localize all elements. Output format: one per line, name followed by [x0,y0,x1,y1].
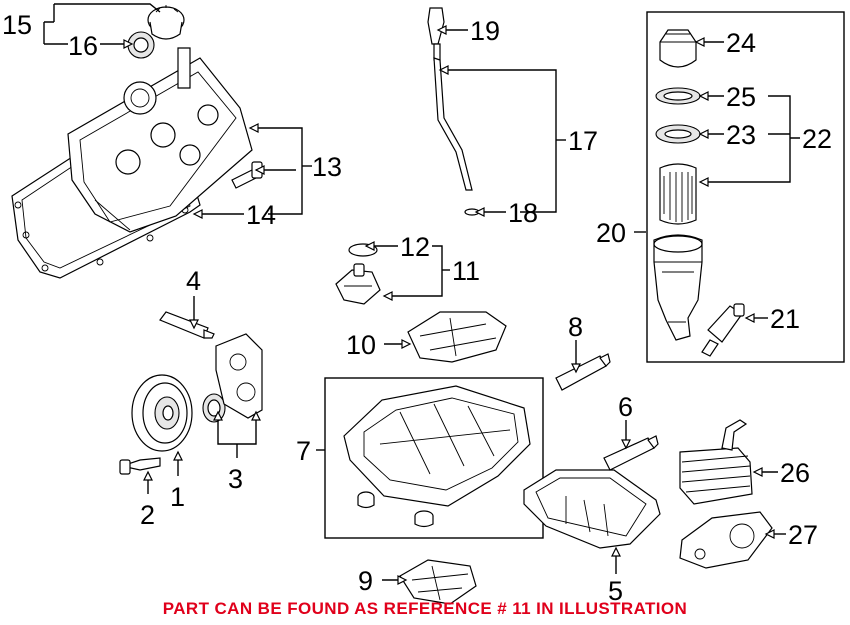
filter-element [659,163,697,225]
ref-11: 11 [452,256,480,286]
crank-pulley [131,374,193,452]
ref-22: 22 [802,124,832,154]
pulley-bolt [119,457,161,475]
ref-3: 3 [228,464,243,494]
filter-cap [659,29,697,68]
ref-6: 6 [618,392,633,422]
ref-24: 24 [726,28,756,58]
oil-baffle [407,311,507,363]
ref-10: 10 [346,330,376,360]
leader-lines [43,3,800,585]
ref-25: 25 [726,82,756,112]
upper-oil-pan [343,385,531,528]
dipstick [427,7,480,216]
oil-pickup [335,243,381,305]
cover-bolt [231,161,263,189]
ref-18: 18 [508,198,538,228]
sealant-tube-6 [603,435,659,471]
ref-9: 9 [358,566,373,596]
lower-oil-pan [523,469,661,549]
ref-8: 8 [568,312,583,342]
oil-cooler [679,419,753,505]
ref-1: 1 [170,482,185,512]
ref-21: 21 [770,304,800,334]
ref-7: 7 [296,436,311,466]
ref-12: 12 [400,232,430,262]
ref-26: 26 [780,458,810,488]
ref-13: 13 [312,152,342,182]
valve-cover [67,47,253,233]
ref-20: 20 [596,218,626,248]
ref-23: 23 [726,120,756,150]
ref-2: 2 [140,500,155,530]
ref-27: 27 [788,520,818,550]
filter-housing [653,234,703,341]
filter-group-box [646,11,845,363]
upper-oil-pan-box [324,377,544,539]
ref-16: 16 [68,31,98,61]
sealant-tube-4 [159,311,215,339]
sealant-tube-8 [555,353,611,391]
oil-pressure-sensor [701,303,745,357]
filler-cap-seal [127,31,155,59]
cooler-gasket [679,511,773,569]
ref-14: 14 [246,200,276,230]
ref-5: 5 [608,576,623,606]
reference-caption: PART CAN BE FOUND AS REFERENCE # 11 IN I… [163,599,687,618]
ref-19: 19 [470,16,500,46]
ref-15: 15 [2,10,32,40]
ref-4: 4 [186,266,201,296]
seal-ring-25 [655,87,701,105]
oil-filler-cap [147,5,185,40]
ref-17: 17 [568,126,598,156]
windage-tray [399,559,477,605]
front-seal [202,393,226,423]
seal-ring-23 [655,124,701,144]
